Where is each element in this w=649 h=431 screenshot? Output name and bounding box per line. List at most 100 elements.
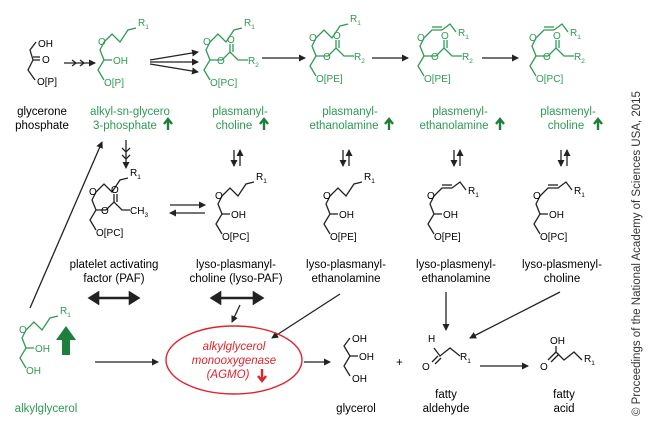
fatty-acid-label-2: acid: [553, 403, 574, 415]
lyso-plasmenyl-cho-label-1: lyso-plasmenyl-: [522, 259, 602, 271]
glycerone-label-2: phosphate: [15, 120, 69, 132]
arrow: [29, 141, 103, 309]
up-arrow-icon: [495, 117, 505, 130]
r2-atom: R2: [248, 56, 259, 69]
o-atom: O: [543, 52, 551, 63]
o-atom: O: [98, 37, 106, 48]
fatty-acid-structure: [547, 346, 583, 363]
oh-atom: OH: [231, 210, 246, 221]
oh-atom: OH: [550, 336, 565, 347]
r2-atom: R2: [462, 52, 473, 65]
alkylglycerol-label: alkylglycerol: [15, 403, 78, 415]
alkylglycerol-structure: [19, 315, 59, 369]
glycerol-label: glycerol: [336, 403, 376, 415]
ope-atom: O[PE]: [330, 232, 357, 243]
oh-atom: OH: [113, 56, 128, 67]
ope-atom: O[PE]: [424, 74, 451, 85]
agmo-enzyme-ellipse: [165, 325, 303, 395]
paf-structure: [89, 177, 130, 231]
agmo-label-1: alkylglycerol: [203, 341, 266, 353]
lyso-plasmenyl-etn-label-2: ethanolamine: [421, 273, 490, 285]
equilibrium-arrows: [169, 201, 206, 217]
oh-atom: OH: [359, 352, 374, 363]
o-atom: O: [309, 33, 317, 44]
o-atom: O: [422, 362, 430, 373]
r1-atom: R1: [570, 28, 581, 41]
fatty-aldehyde-label-1: fatty: [435, 389, 457, 401]
o-atom: O: [323, 52, 331, 63]
opc-atom: O[PC]: [536, 74, 563, 85]
h-atom: H: [428, 334, 435, 345]
opc-atom: O[PC]: [540, 232, 567, 243]
plasmenylethanolamine-structure: [417, 23, 462, 77]
op-atom: O[P]: [104, 78, 124, 89]
r1-atom: R1: [244, 18, 255, 31]
multi-step-arrow: [64, 59, 96, 67]
ope-atom: O[PE]: [434, 232, 461, 243]
o-atom: O: [19, 325, 27, 336]
vertical-arrows: [121, 140, 571, 169]
agmo-label-3: (AGMO): [207, 369, 250, 381]
r1-atom: R1: [458, 28, 469, 41]
lyso-plasmenyl-cho-label-2: choline: [544, 273, 580, 285]
r1-atom: R1: [60, 306, 71, 319]
o-atom: O: [441, 31, 449, 42]
aldehyde-arrows: [442, 291, 561, 339]
o-atom: O: [540, 362, 548, 373]
r1-atom: R1: [468, 186, 479, 199]
paf-label-1: platelet activating: [70, 259, 159, 271]
lyso-plasmenyl-etn-label-1: lyso-plasmenyl-: [416, 259, 496, 271]
lyso-plasmanyl-etn-label-2: ethanolamine: [311, 273, 380, 285]
up-arrow-icon: [56, 326, 76, 355]
r2-atom: R2: [574, 52, 585, 65]
glycerone-label-1: glycerone: [17, 106, 67, 118]
r1-atom: R1: [364, 172, 375, 185]
o-atom: O: [529, 33, 537, 44]
o-atom: O: [431, 52, 439, 63]
thick-double-arrows: [87, 290, 265, 306]
r1-atom: R1: [138, 18, 149, 31]
oh-atom: OH: [443, 210, 458, 221]
r1-atom: R1: [256, 172, 267, 185]
o-atom: O: [333, 31, 341, 42]
alkyl-g3p-structure: [97, 27, 137, 81]
lyso-plasmanyl-etn-structure: [323, 181, 363, 235]
up-arrow-icon: [593, 117, 603, 130]
o-atom: O: [553, 31, 561, 42]
op-atom: O[P]: [37, 77, 57, 88]
ope-atom: O[PE]: [316, 74, 343, 85]
r1-atom: R1: [584, 354, 595, 367]
o-atom: O: [101, 206, 109, 217]
plasmenylcholine-structure: [529, 23, 574, 77]
alkyl-g3p-label-2: 3-phosphate: [93, 120, 157, 132]
plasmanyl-etn-label-1: plasmanyl-: [322, 106, 378, 118]
lyso-paf-structure: [215, 181, 255, 235]
agmo-label-2: monooxygenase: [192, 355, 276, 367]
plasmanylethanolamine-structure: [309, 23, 354, 77]
plasmenylcholine-label-2: choline: [548, 120, 584, 132]
lyso-paf-label-2: choline (lyso-PAF): [189, 273, 282, 285]
oh-atom: OH: [339, 210, 354, 221]
glycerol-structure: [343, 337, 358, 377]
plasmenyl-etn-label-2: ethanolamine: [419, 120, 488, 132]
lyso-plasmenyl-etn-structure: [427, 181, 467, 235]
plus-sign: +: [396, 357, 403, 369]
opc-atom: O[PC]: [96, 228, 123, 239]
oh-atom: OH: [549, 210, 564, 221]
o-atom: O: [227, 35, 235, 46]
branch-arrows: [149, 49, 199, 75]
r2-atom: R2: [354, 52, 365, 65]
opc-atom: O[PC]: [210, 78, 237, 89]
up-arrow-icon: [384, 117, 394, 130]
o-atom: O: [89, 187, 97, 198]
alkyl-g3p-label-1: alkyl-sn-glycero: [90, 106, 170, 118]
o-atom: O: [427, 191, 435, 202]
oh-atom: OH: [38, 39, 53, 50]
r1-atom: R1: [460, 352, 471, 365]
down-arrow-icon: [257, 369, 267, 383]
o-atom: O: [217, 56, 225, 67]
copyright-credit: © Proceedings of the National Academy of…: [631, 91, 643, 416]
o-atom: O: [215, 191, 223, 202]
oh-atom: OH: [35, 344, 50, 355]
ch3-atom: CH3: [130, 206, 148, 219]
